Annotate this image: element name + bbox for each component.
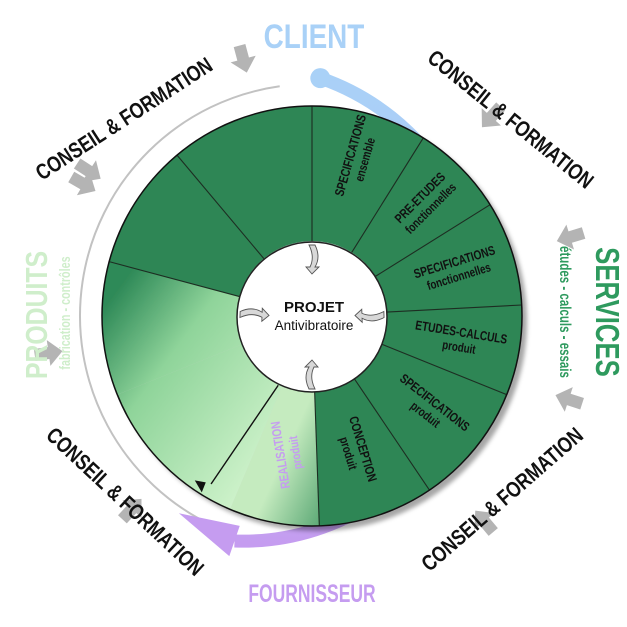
wheel-spoke bbox=[386, 304, 522, 313]
wheel-sector-etudes-calculs bbox=[381, 305, 523, 395]
center-hub bbox=[236, 241, 388, 393]
wheel-sector-unnamed-b bbox=[102, 261, 243, 395]
gray-inward-arrow bbox=[230, 43, 256, 73]
wheel-spoke bbox=[351, 137, 424, 253]
wheel-spokes bbox=[109, 106, 522, 526]
wheel-spoke bbox=[381, 343, 507, 396]
wheel-sector-conception bbox=[314, 378, 430, 526]
client-label: CLIENT bbox=[264, 17, 365, 55]
hub-curved-arrow bbox=[305, 244, 321, 275]
segment-label-detail: produit bbox=[441, 339, 476, 357]
realisation-arrowhead bbox=[194, 480, 206, 493]
wheel-sector-pre-etudes bbox=[351, 137, 491, 277]
produits-label-group: PRODUITS bbox=[19, 251, 53, 379]
gray-inward-arrow bbox=[481, 102, 506, 128]
hub-curved-arrow bbox=[239, 307, 270, 323]
produits-subtitle: fabrication - contrôles bbox=[56, 256, 73, 369]
wheel-sector-unnamed-d bbox=[177, 106, 312, 259]
services-subtitle: études - calculs - essais bbox=[557, 246, 575, 378]
center-subtitle: Antivibratoire bbox=[275, 318, 354, 333]
wheel-spoke bbox=[109, 261, 240, 298]
wheel-rim bbox=[101, 105, 523, 527]
wheel-sector-spec-produit bbox=[353, 344, 507, 491]
services-label-group: SERVICES bbox=[588, 247, 625, 377]
gray-inward-arrow bbox=[555, 387, 584, 412]
gray-arrows bbox=[33, 43, 586, 536]
wheel-sector-spec-fonctionnelles bbox=[375, 204, 522, 313]
wheel-sector-unnamed-c bbox=[109, 155, 264, 297]
hub-curved-arrow bbox=[354, 308, 385, 324]
wheel-spoke bbox=[176, 154, 265, 259]
wheel-sector-spec-ensemble bbox=[312, 106, 424, 253]
outer-gray-ring bbox=[79, 85, 280, 528]
services-title: SERVICES bbox=[588, 247, 625, 377]
gray-inward-arrow bbox=[73, 158, 101, 183]
produits-subtitle-group: fabrication - contrôles bbox=[56, 256, 73, 369]
center-title: PROJET bbox=[284, 299, 344, 316]
services-subtitle-group: études - calculs - essais bbox=[557, 246, 575, 378]
gray-inward-arrow bbox=[556, 224, 586, 250]
wheel-spoke bbox=[353, 377, 430, 491]
gray-inward-arrow bbox=[118, 498, 142, 524]
wheel-spoke bbox=[375, 204, 491, 277]
flow-start-dot bbox=[310, 68, 331, 89]
fournisseur-label: FOURNISSEUR bbox=[248, 579, 376, 608]
produits-title: PRODUITS bbox=[19, 251, 53, 379]
gray-inward-arrow bbox=[474, 510, 498, 536]
hub-curved-arrow bbox=[303, 359, 319, 390]
wheel-sector-realisation bbox=[229, 385, 320, 526]
hub-rotation-arrows bbox=[239, 244, 385, 390]
gray-inward-arrow bbox=[68, 171, 96, 196]
gray-inward-arrow bbox=[33, 340, 63, 366]
wheel-sector-unnamed-a bbox=[117, 344, 283, 510]
wheel bbox=[102, 106, 523, 526]
flow-arrowhead bbox=[178, 513, 240, 557]
wheel-spoke bbox=[314, 390, 320, 526]
realisation-arrow bbox=[210, 384, 279, 485]
segment-label-detail: produit bbox=[287, 435, 305, 470]
